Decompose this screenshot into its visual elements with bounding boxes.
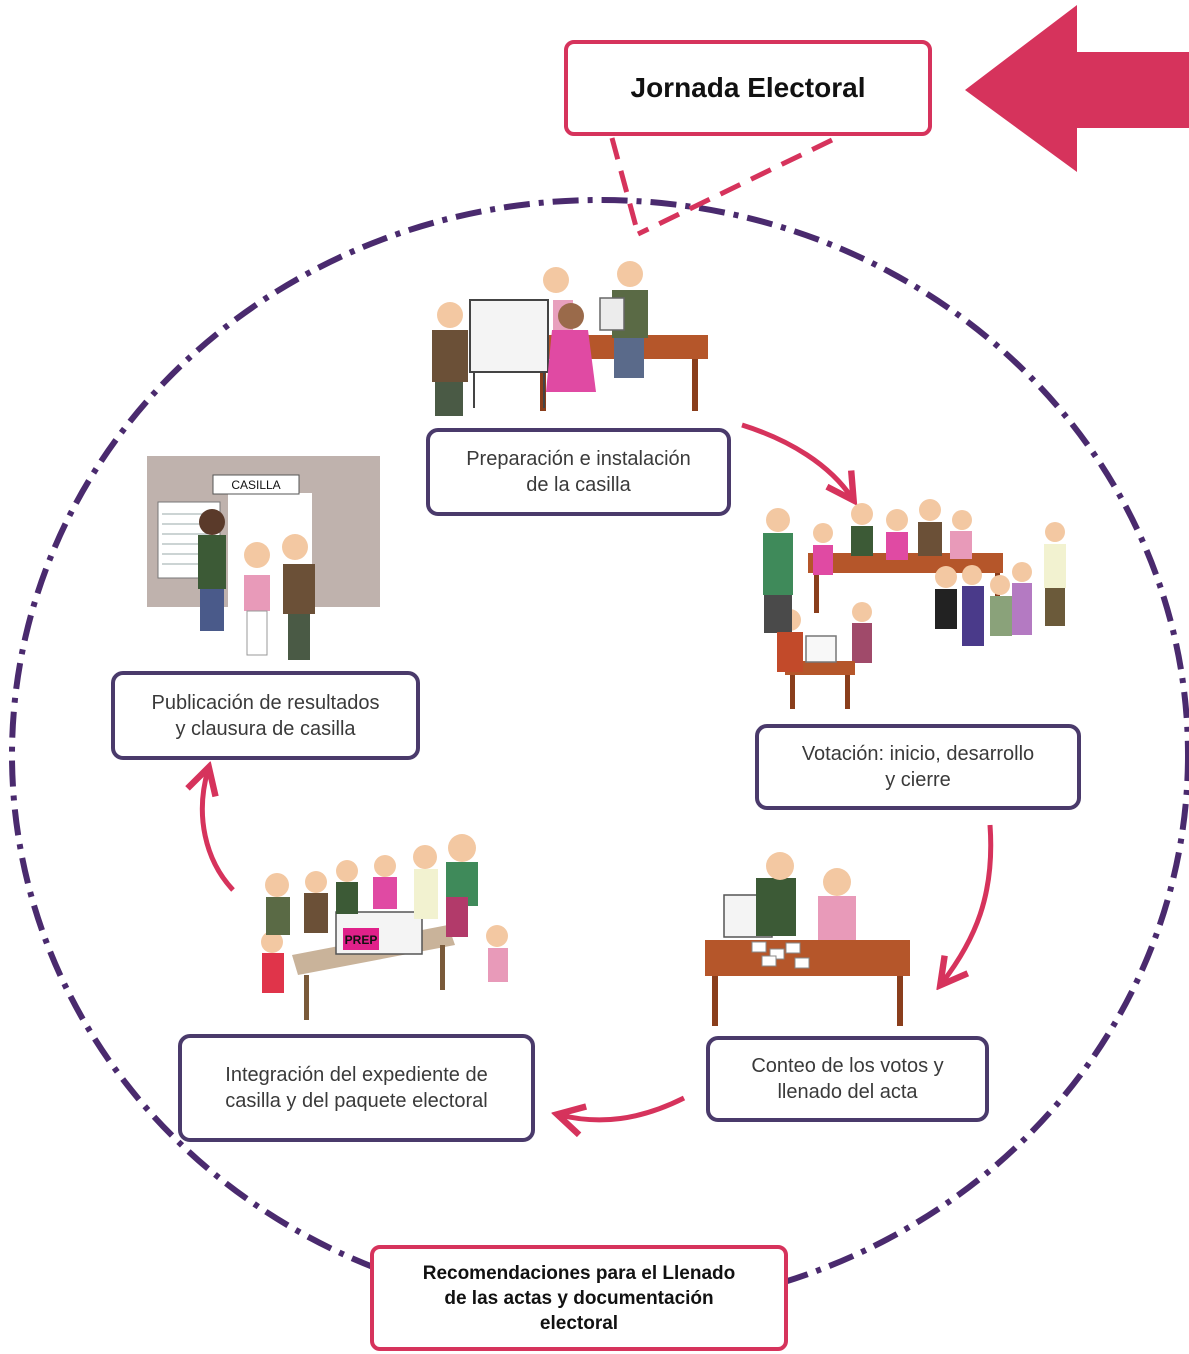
step-label-conteo: Conteo de los votos y llenado del acta	[751, 1055, 944, 1103]
step-box-conteo: Conteo de los votos y llenado del acta	[706, 1036, 989, 1122]
step-box-preparacion: Preparación e instalación de la casilla	[426, 428, 731, 516]
step-label-preparacion: Preparación e instalación de la casilla	[466, 448, 691, 496]
footer-text: Recomendaciones para el Llenado de las a…	[422, 1262, 736, 1334]
electoral-package-illustration: PREP	[261, 834, 508, 1020]
flow-arrow-1	[741, 422, 852, 498]
step-box-votacion: Votación: inicio, desarrollo y cierre	[755, 724, 1081, 810]
vote-count-illustration	[705, 852, 910, 1026]
prep-label: PREP	[345, 933, 378, 947]
page-title: Jornada Electoral	[630, 72, 866, 103]
flow-arrow-2	[942, 824, 994, 983]
step-box-publicacion: Publicación de resultados y clausura de …	[111, 671, 420, 760]
step-box-integracion: Integración del expediente de casilla y …	[178, 1034, 535, 1142]
step-label-publicacion: Publicación de resultados y clausura de …	[151, 691, 380, 740]
step-label-integracion: Integración del expediente de casilla y …	[225, 1064, 488, 1112]
voting-queue-illustration	[763, 499, 1066, 709]
flow-arrow-3	[560, 1095, 686, 1120]
setup-polling-station-illustration	[432, 261, 708, 416]
flow-arrows	[202, 422, 994, 1120]
flow-arrow-4	[202, 770, 235, 892]
casilla-sign: CASILLA	[231, 478, 280, 492]
pointer-arrow-icon	[965, 5, 1189, 172]
footer-box: Recomendaciones para el Llenado de las a…	[370, 1245, 788, 1351]
step-label-votacion: Votación: inicio, desarrollo y cierre	[801, 743, 1035, 791]
results-posting-illustration: CASILLA	[147, 456, 380, 663]
title-box: Jornada Electoral	[564, 40, 932, 136]
title-callout-lines	[609, 137, 834, 237]
